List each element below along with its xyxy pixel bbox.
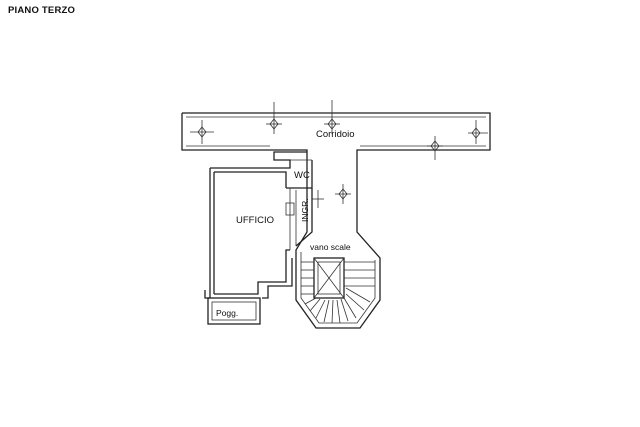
- door-icon: [266, 102, 282, 134]
- entrance-label: INGR.: [300, 198, 310, 222]
- door-symbols: [190, 100, 488, 204]
- wc-label: WC: [294, 170, 310, 181]
- stairwell-label: vano scale: [310, 242, 351, 252]
- corridor-label: Corridoio: [316, 129, 355, 140]
- balcony-walls: [207, 297, 261, 325]
- door-icon: [468, 120, 488, 144]
- office-label: UFFICIO: [236, 215, 274, 226]
- door-icon: [335, 184, 351, 204]
- floor-title: PIANO TERZO: [8, 5, 76, 16]
- door-icon: [427, 136, 443, 160]
- office-block-walls: [204, 151, 324, 299]
- corridor-walls: [181, 112, 491, 190]
- door-icon: [190, 120, 214, 144]
- balcony-label: Pogg.: [216, 308, 238, 318]
- stairwell-walls: [295, 190, 381, 329]
- door-icon: [324, 100, 340, 134]
